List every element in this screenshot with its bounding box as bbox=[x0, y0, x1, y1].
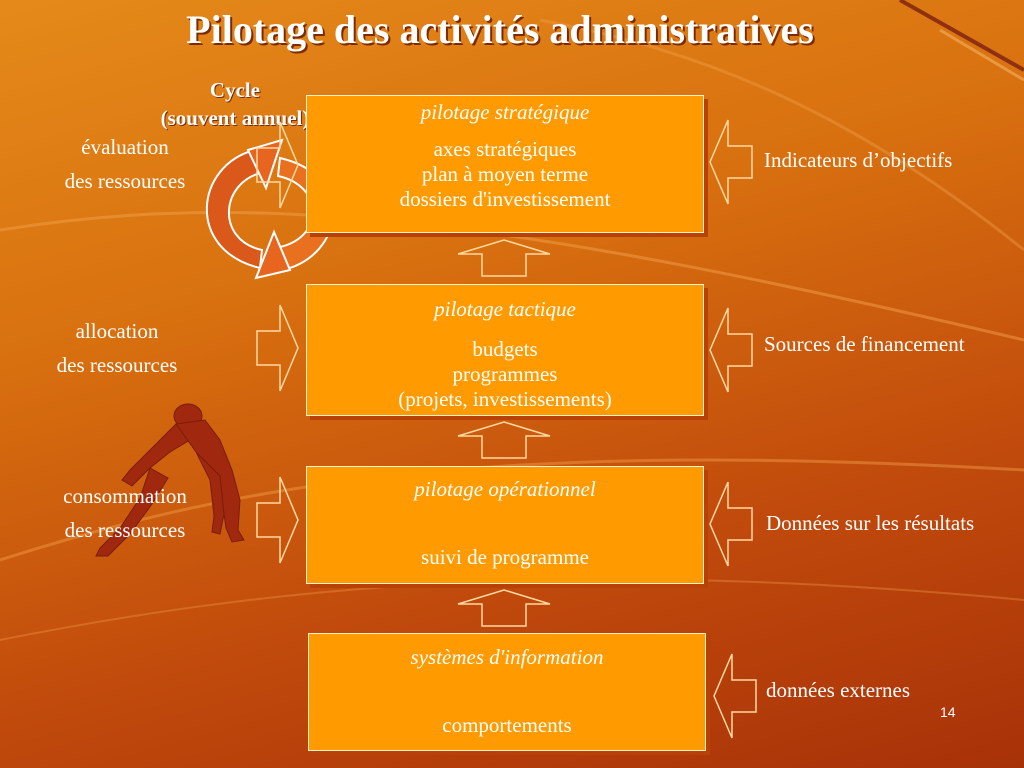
box-line: plan à moyen terme bbox=[421, 162, 589, 186]
left-label-consommation: consommation des ressources bbox=[30, 479, 220, 547]
left-arrow-icon bbox=[713, 653, 757, 739]
page-number: 14 bbox=[940, 704, 956, 720]
right-label-sources: Sources de financement bbox=[764, 332, 965, 356]
left-label-line1: allocation bbox=[75, 319, 159, 343]
box-line: comportements bbox=[442, 713, 572, 737]
box-tactical: pilotage tactique budgets programmes (pr… bbox=[306, 284, 704, 416]
box-line: suivi de programme bbox=[421, 545, 589, 569]
left-label-evaluation: évaluation des ressources bbox=[30, 130, 220, 198]
box-line: axes stratégiques bbox=[433, 137, 577, 161]
box-heading: pilotage opérationnel bbox=[414, 477, 596, 501]
box-operational: pilotage opérationnel suivi de programme bbox=[306, 466, 704, 584]
cycle-label-line1: Cycle bbox=[209, 78, 261, 102]
left-label-line2: des ressources bbox=[64, 518, 186, 542]
left-arrow-icon bbox=[709, 481, 753, 567]
box-line: programmes bbox=[452, 362, 558, 386]
box-heading: pilotage tactique bbox=[434, 297, 576, 321]
box-heading: pilotage stratégique bbox=[420, 100, 590, 124]
up-arrow-icon bbox=[457, 239, 551, 277]
right-label-donnees-externes: données externes bbox=[766, 678, 911, 702]
box-body: axes stratégiques plan à moyen terme dos… bbox=[307, 137, 703, 212]
box-information-systems: systèmes d'information comportements bbox=[308, 633, 706, 751]
slide-title: Pilotage des activités administratives bbox=[186, 7, 814, 52]
right-label-donnees-resultats: Données sur les résultats bbox=[766, 511, 975, 535]
box-line: budgets bbox=[472, 337, 538, 361]
box-body: comportements bbox=[309, 713, 705, 738]
box-heading: systèmes d'information bbox=[410, 645, 604, 669]
right-label-indicateurs: Indicateurs d’objectifs bbox=[764, 148, 953, 172]
box-body: suivi de programme bbox=[307, 545, 703, 570]
up-arrow-icon bbox=[457, 589, 551, 627]
right-arrow-icon bbox=[256, 121, 299, 209]
box-body: budgets programmes (projets, investissem… bbox=[307, 337, 703, 412]
left-label-allocation: allocation des ressources bbox=[22, 314, 212, 382]
left-label-line1: consommation bbox=[63, 484, 187, 508]
right-arrow-icon bbox=[256, 304, 299, 392]
cycle-label-line2: (souvent annuel) bbox=[160, 106, 310, 130]
box-line: (projets, investissements) bbox=[398, 387, 612, 411]
up-arrow-icon bbox=[457, 421, 551, 459]
left-label-line2: des ressources bbox=[56, 353, 178, 377]
left-arrow-icon bbox=[709, 119, 753, 205]
right-arrow-icon bbox=[256, 476, 299, 564]
box-line: dossiers d'investissement bbox=[399, 187, 611, 211]
box-strategic: pilotage stratégique axes stratégiques p… bbox=[306, 95, 704, 233]
cycle-label: Cycle (souvent annuel) bbox=[120, 76, 350, 132]
left-label-line2: des ressources bbox=[64, 169, 186, 193]
left-arrow-icon bbox=[709, 307, 753, 393]
left-label-line1: évaluation bbox=[81, 135, 169, 159]
